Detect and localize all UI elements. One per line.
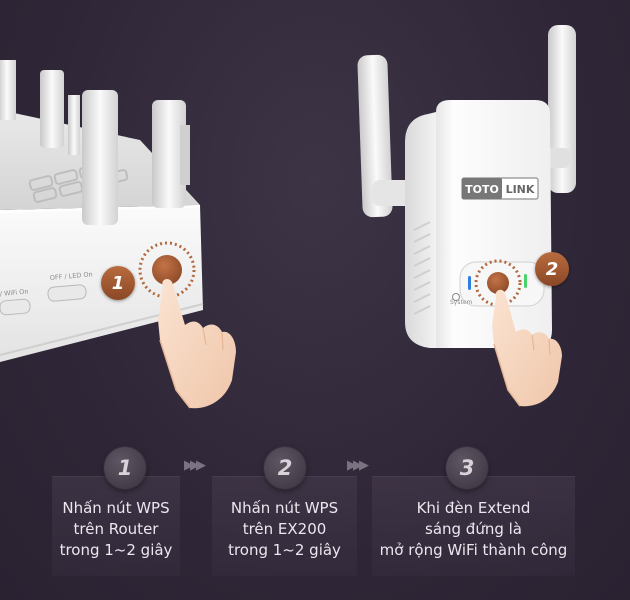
power-icon [452, 293, 460, 301]
step-line: trong 1~2 giây [228, 541, 341, 559]
step-text-2: Nhấn nút WPS trên EX200 trong 1~2 giây [212, 498, 357, 561]
extender-device: TOTO LINK System [357, 25, 576, 348]
system-led [468, 276, 471, 290]
brand-text-left: TOTO [465, 183, 499, 196]
router-label-led: OFF / LED On [49, 270, 92, 282]
extender-side-vents [413, 221, 431, 315]
step-line: Nhấn nút WPS [62, 499, 170, 517]
led-switch [47, 284, 87, 302]
extender-antenna-left [357, 54, 393, 218]
extender-wps-button [474, 259, 522, 307]
router-wps-button [138, 241, 196, 299]
step-number-2: 2 [264, 447, 306, 489]
router-antenna [68, 95, 80, 155]
totolink-logo: TOTO LINK [461, 177, 539, 200]
step-line: trên Router [73, 520, 159, 538]
hand-pointer-extender [492, 289, 562, 407]
step-number-1: 1 [104, 447, 146, 489]
extender-step-marker: 2 [535, 252, 569, 286]
step-line: trong 1~2 giây [59, 541, 173, 559]
router-antenna [40, 70, 64, 148]
step-arrow-1-2: ▶▶▶ [184, 458, 206, 473]
step-line: mở rộng WiFi thành công [379, 541, 568, 559]
step-arrow-2-3: ▶▶▶ [347, 458, 369, 473]
step-line: Khi đèn Extend [416, 499, 531, 517]
router-label-wifi: / WiFi On [0, 288, 29, 298]
router-antenna [152, 100, 186, 208]
hand-pointer-router [158, 279, 236, 409]
step-text-3: Khi đèn Extend sáng đứng là mở rộng WiFi… [372, 498, 575, 561]
router-antennas [0, 60, 190, 225]
step-card-1 [52, 476, 180, 576]
step-line: trên EX200 [242, 520, 327, 538]
extend-led [524, 274, 527, 288]
brand-text-right: LINK [506, 183, 535, 196]
step-card-3 [372, 476, 575, 576]
step-card-2 [212, 476, 357, 576]
router-step-marker: 1 [101, 266, 135, 300]
router-antenna [82, 90, 118, 225]
step-line: Nhấn nút WPS [230, 499, 339, 517]
router-antenna [0, 60, 16, 120]
step-line: sáng đứng là [425, 520, 522, 538]
device-illustration: OFF / LED On / WiFi On [0, 25, 576, 409]
step-number-3: 3 [446, 447, 488, 489]
wifi-switch [0, 298, 31, 316]
system-label: System [450, 299, 473, 306]
step-text-1: Nhấn nút WPS trên Router trong 1~2 giây [52, 498, 180, 561]
